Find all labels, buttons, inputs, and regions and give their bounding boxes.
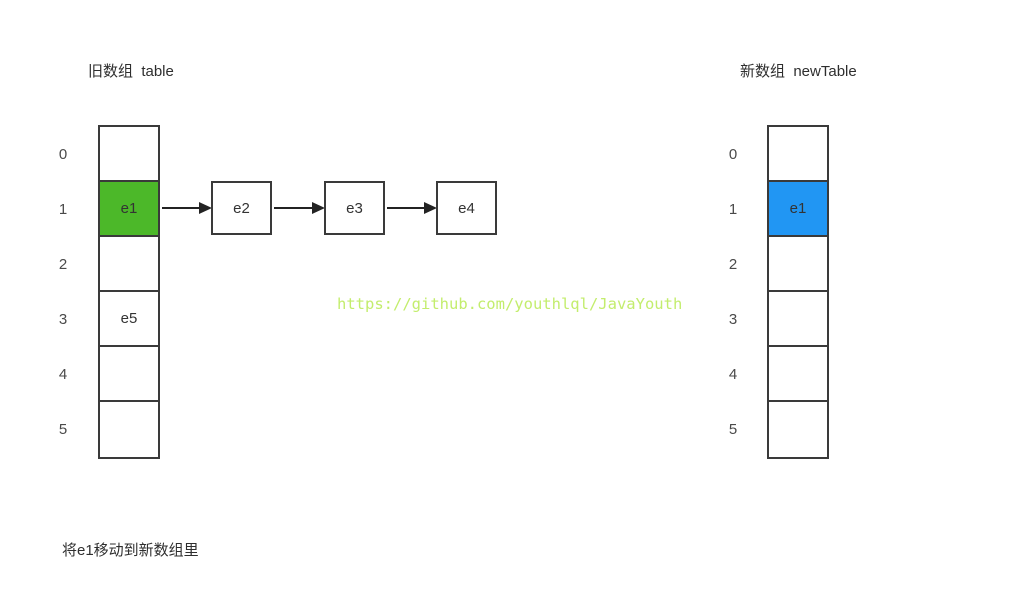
arrow-head-icon <box>312 202 325 214</box>
old-array-index-5: 5 <box>58 421 68 438</box>
new-array-cell-5 <box>769 402 827 457</box>
old-array-title: 旧数组 table <box>88 63 174 80</box>
arrow-head-icon <box>424 202 437 214</box>
arrow-shaft <box>274 207 313 209</box>
old-array-cell-4 <box>100 347 158 402</box>
new-array-index-1: 1 <box>728 201 738 218</box>
arrow-shaft <box>162 207 200 209</box>
old-array-cell-3: e5 <box>100 292 158 347</box>
arrow-shaft <box>387 207 425 209</box>
new-array-cell-3 <box>769 292 827 347</box>
old-array-index-1: 1 <box>58 201 68 218</box>
chain-node-e4: e4 <box>436 181 497 235</box>
caption-text: 将e1移动到新数组里 <box>62 542 199 559</box>
new-array-index-0: 0 <box>728 146 738 163</box>
new-array-index-4: 4 <box>728 366 738 383</box>
old-array: e1 e5 <box>98 125 160 459</box>
watermark-url: https://github.com/youthlql/JavaYouth <box>337 295 683 313</box>
new-array-title: 新数组 newTable <box>740 63 857 80</box>
chain-node-e2: e2 <box>211 181 272 235</box>
old-array-index-3: 3 <box>58 311 68 328</box>
old-array-index-4: 4 <box>58 366 68 383</box>
new-array-cell-0 <box>769 127 827 182</box>
old-array-cell-0 <box>100 127 158 182</box>
arrow-head-icon <box>199 202 212 214</box>
new-array-index-2: 2 <box>728 256 738 273</box>
new-array-index-3: 3 <box>728 311 738 328</box>
old-array-cell-2 <box>100 237 158 292</box>
old-array-index-column: 0 1 2 3 4 5 <box>52 127 74 457</box>
old-array-cell-5 <box>100 402 158 457</box>
old-array-cell-1: e1 <box>100 182 158 237</box>
new-array-index-5: 5 <box>728 421 738 438</box>
new-array-cell-4 <box>769 347 827 402</box>
old-array-index-0: 0 <box>58 146 68 163</box>
old-array-index-2: 2 <box>58 256 68 273</box>
new-array: e1 <box>767 125 829 459</box>
new-array-cell-1: e1 <box>769 182 827 237</box>
new-array-cell-2 <box>769 237 827 292</box>
chain-node-e3: e3 <box>324 181 385 235</box>
new-array-index-column: 0 1 2 3 4 5 <box>722 127 744 457</box>
